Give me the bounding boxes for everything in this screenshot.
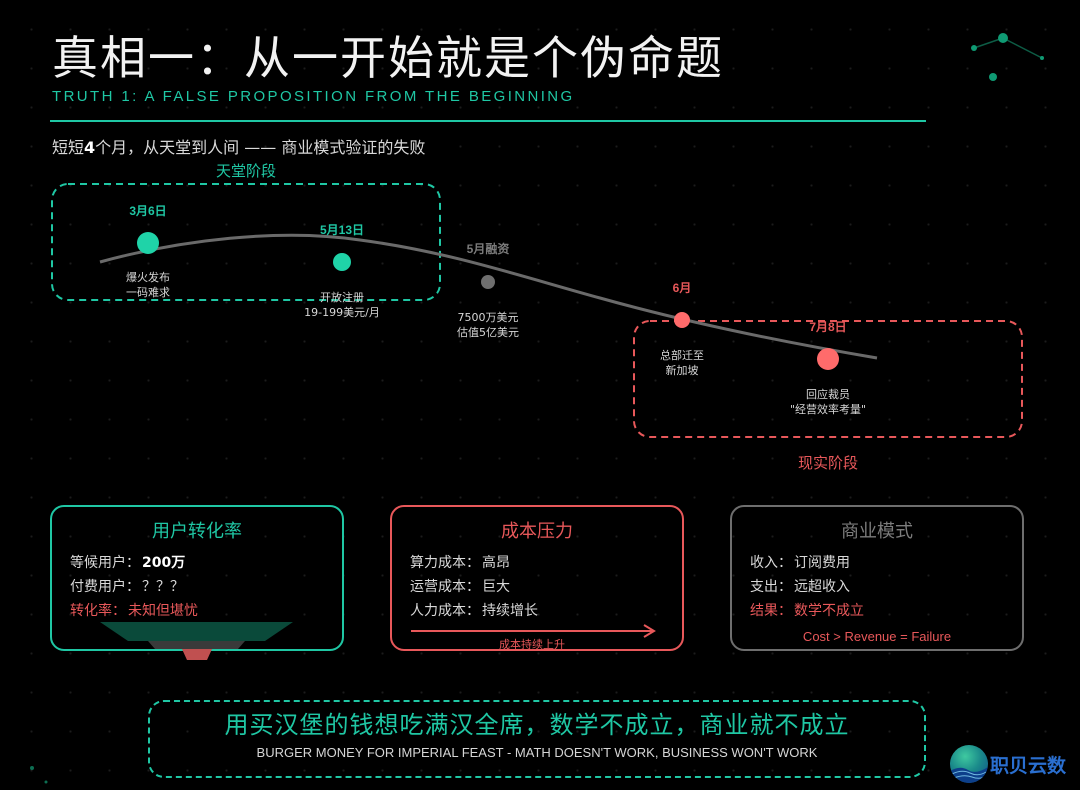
event-description: 回应裁员 "经营效率考量" (790, 387, 866, 417)
timeline-event-marker (481, 275, 495, 289)
event-desc-line: 新加坡 (665, 364, 699, 377)
timeline-diagram (51, 183, 1023, 438)
event-date: 7月8日 (809, 320, 847, 334)
card-business-model: 商业模式 收入：订阅费用 支出：远超收入 结果：数学不成立 (730, 505, 1024, 651)
phase-reality-box (633, 320, 1023, 438)
card-cost-pressure: 成本压力 算力成本：高昂 运营成本：巨大 人力成本：持续增长 (390, 505, 684, 651)
business-formula: Cost > Revenue = Failure (802, 629, 952, 644)
row-label: 人力成本： (410, 603, 480, 619)
timeline-event-marker (333, 253, 351, 271)
row-value: 巨大 (482, 579, 510, 595)
event-desc-line: 总部迁至 (660, 349, 704, 362)
phase-heaven-box (51, 183, 441, 301)
event-date: 3月6日 (129, 204, 167, 218)
logo-text: 职贝云数 (990, 754, 1067, 777)
event-desc-line: 7500万美元 (457, 311, 519, 324)
header-divider (50, 120, 926, 122)
cost-arrow-caption: 成本持续上升 (499, 638, 565, 651)
card-row: 转化率：未知但堪忧 (70, 599, 324, 623)
event-desc-line: 一码难求 (126, 286, 170, 299)
star-dot-icon (971, 45, 977, 51)
card-title: 商业模式 (841, 521, 913, 542)
card-row: 付费用户：？？？ (70, 575, 324, 599)
card-row: 等候用户：200万 (70, 551, 324, 575)
row-value: 持续增长 (482, 603, 538, 619)
tagline-suffix: 个月，从天堂到人间 —— 商业模式验证的失败 (95, 138, 426, 157)
event-desc-line: "经营效率考量" (789, 403, 867, 416)
event-date: 6月 (672, 281, 692, 295)
conclusion-box (148, 700, 926, 778)
card-title: 用户转化率 (152, 521, 242, 542)
arrow-right-icon (411, 624, 656, 638)
row-value: ？？？ (142, 579, 184, 595)
card-user-conversion: 用户转化率 等候用户：200万 付费用户：？？？ 转化率：未知但堪忧 (50, 505, 344, 651)
star-dot-icon (989, 73, 997, 81)
constellation-decoration-icon (971, 33, 1044, 81)
card-row: 人力成本：持续增长 (410, 599, 664, 623)
event-description: 开放注册 19-199美元/月 (304, 290, 380, 320)
row-label: 等候用户： (70, 555, 140, 571)
brand-logo: 职贝云数 (950, 745, 1066, 783)
funnel-top-layer (100, 622, 293, 641)
conclusion-en: BURGER MONEY FOR IMPERIAL FEAST - MATH D… (256, 745, 818, 760)
card-row: 结果：数学不成立 (750, 599, 1004, 623)
phase-reality-label: 现实阶段 (797, 454, 859, 472)
row-label: 转化率： (70, 603, 126, 619)
row-value: 数学不成立 (794, 603, 864, 619)
event-desc-line: 回应裁员 (806, 388, 850, 401)
timeline-event-marker (674, 312, 690, 328)
decorative-dots-icon (30, 766, 48, 784)
card-row: 算力成本：高昂 (410, 551, 664, 575)
star-dot-icon (998, 33, 1008, 43)
conclusion-cn: 用买汉堡的钱想吃满汉全席，数学不成立，商业就不成立 (224, 711, 850, 739)
timeline-curve (99, 233, 878, 360)
card-row: 支出：远超收入 (750, 575, 1004, 599)
row-value: 订阅费用 (794, 555, 850, 571)
row-value: 200万 (142, 555, 186, 571)
event-description: 7500万美元 估值5亿美元 (457, 310, 519, 340)
row-label: 支出： (750, 579, 792, 595)
event-date: 5月融资 (466, 242, 510, 256)
phase-heaven-label: 天堂阶段 (215, 162, 277, 180)
event-desc-line: 估值5亿美元 (457, 326, 519, 339)
page-title: 真相一：从一开始就是个伪命题 (52, 31, 724, 85)
card-row: 运营成本：巨大 (410, 575, 664, 599)
event-description: 总部迁至 新加坡 (660, 348, 704, 378)
row-value: 高昂 (482, 555, 510, 571)
row-label: 收入： (750, 555, 792, 571)
tagline: 短短4个月，从天堂到人间 —— 商业模式验证的失败 (52, 134, 425, 158)
event-description: 爆火发布 一码难求 (126, 270, 170, 300)
event-date: 5月13日 (319, 223, 365, 237)
row-label: 算力成本： (410, 555, 480, 571)
funnel-icon (100, 622, 293, 660)
funnel-bottom-layer (182, 649, 212, 660)
timeline-event-marker (137, 232, 159, 254)
card-row: 收入：订阅费用 (750, 551, 1004, 575)
tagline-number: 4 (84, 138, 96, 157)
row-label: 结果： (750, 603, 792, 619)
event-desc-line: 开放注册 (319, 291, 364, 304)
row-value: 未知但堪忧 (128, 603, 198, 619)
funnel-middle-layer (148, 641, 245, 649)
row-value: 远超收入 (794, 579, 850, 595)
event-desc-line: 19-199美元/月 (304, 306, 380, 319)
logo-globe-icon (950, 745, 988, 783)
row-label: 付费用户： (70, 579, 140, 595)
star-dot-icon (1040, 56, 1044, 60)
timeline-event-marker (817, 348, 839, 370)
row-label: 运营成本： (410, 579, 480, 595)
page-subtitle-en: TRUTH 1: A FALSE PROPOSITION FROM THE BE… (52, 88, 575, 105)
event-desc-line: 爆火发布 (126, 271, 170, 284)
card-title: 成本压力 (501, 521, 573, 542)
tagline-prefix: 短短 (52, 138, 85, 157)
